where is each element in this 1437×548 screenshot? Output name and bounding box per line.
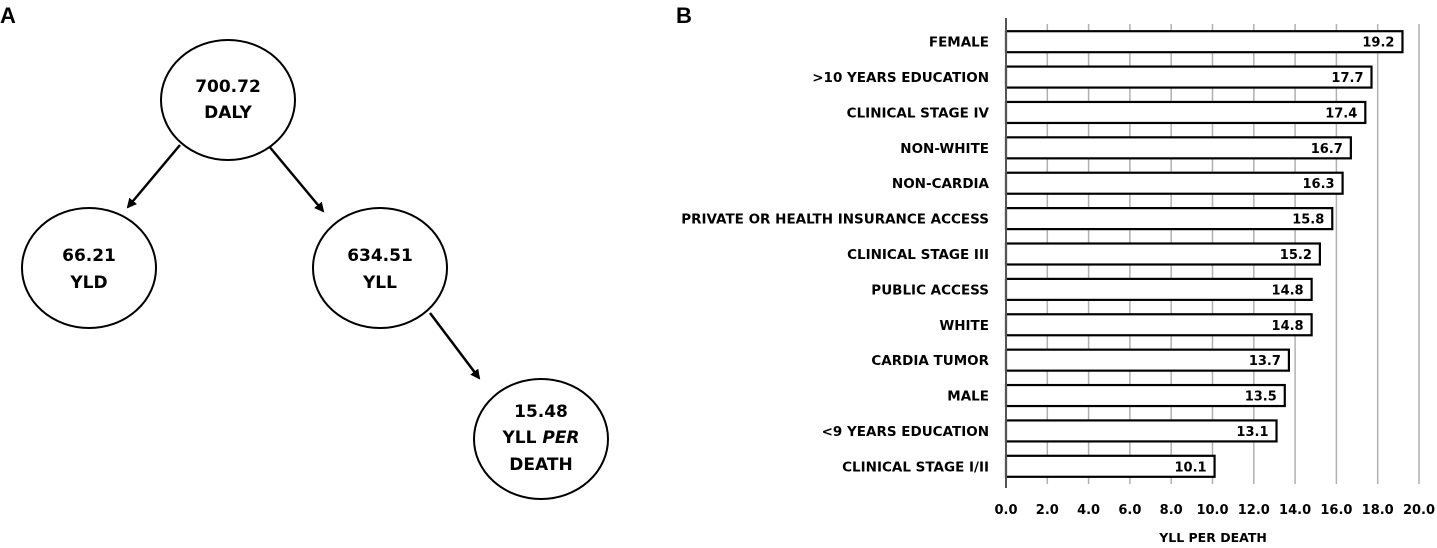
bars: 19.2 17.7 17.4 16.7 16.3 15.8 15.2 14.8 14.8 13.7… [1004,30,1404,478]
category-label: CARDIA TUMOR [871,353,989,369]
bar-value-label: 15.2 [1280,248,1312,263]
panel-letter-b: B [676,3,692,28]
bar [1004,171,1344,195]
node-yll-per-death: 15.48 YLL PER DEATH [473,378,609,500]
node-yld: 66.21 YLD [21,207,157,329]
bar [1004,348,1291,372]
node-daly-label: DALY [204,103,252,123]
node-yll-per-death-value: 15.48 [514,402,568,422]
bar-value-label: 15.8 [1292,213,1324,228]
x-tick-label: 20.0 [1403,503,1435,518]
daly-diagram: 700.72 DALY 66.21 YLD 634.51 YLL 15.48 Y… [21,39,609,500]
category-label: CLINICAL STAGE IV [847,105,990,121]
bar [1004,242,1321,266]
node-yll-per-death-label-2: DEATH [509,455,572,475]
bar [1004,30,1404,54]
category-label: PRIVATE OR HEALTH INSURANCE ACCESS [681,212,989,228]
bar [1004,313,1313,337]
panel-letter-a: A [0,3,16,28]
bar-value-label: 17.7 [1331,71,1363,86]
bar-value-label: 14.8 [1272,319,1304,334]
x-tick-label: 4.0 [1077,503,1100,518]
x-tick-label: 6.0 [1118,503,1141,518]
x-tick-label: 12.0 [1238,503,1270,518]
x-tick-label: 14.0 [1279,503,1311,518]
x-tick-label: 2.0 [1036,503,1059,518]
arrow-yll-to-yll-per-death [429,312,481,380]
category-label: WHITE [939,318,989,334]
node-daly-value: 700.72 [195,77,261,97]
category-label: PUBLIC ACCESS [871,282,989,298]
category-label: FEMALE [929,35,989,51]
bar-value-label: 17.4 [1325,106,1357,121]
grid-lines [1046,24,1420,484]
bar-value-label: 16.7 [1311,142,1343,157]
node-yll-per-death-label: YLL PER [501,428,579,448]
arrow-daly-to-yll [267,144,325,213]
axes: 0.0 2.0 4.0 6.0 8.0 10.0 12.0 14.0 16.0 18.0 20.0 F… [681,18,1435,518]
x-tick-label: 18.0 [1362,503,1394,518]
node-yll-label: YLL [362,273,397,293]
bar [1004,419,1278,443]
bar [1004,207,1334,231]
category-label: CLINICAL STAGE I/II [842,459,989,475]
node-yll: 634.51 YLL [312,207,448,329]
category-label: <9 YEARS EDUCATION [822,424,989,440]
bar-value-label: 10.1 [1174,460,1206,475]
x-tick-label: 10.0 [1196,503,1228,518]
category-label: MALE [947,389,989,405]
bar-value-label: 16.3 [1303,177,1335,192]
x-tick-label: 0.0 [994,503,1017,518]
x-axis-title: YLL PER DEATH [1158,530,1267,545]
x-tick-label: 16.0 [1320,503,1352,518]
bar-value-label: 13.7 [1249,354,1281,369]
node-yld-label: YLD [69,273,107,293]
bar [1004,383,1286,408]
arrow-daly-to-yld [126,144,181,209]
category-label: CLINICAL STAGE III [847,247,989,263]
bar [1004,277,1313,301]
node-yll-value: 634.51 [347,246,413,266]
bar-value-label: 14.8 [1272,283,1304,298]
italic-per-word: PER [542,428,579,448]
bar [1004,100,1367,125]
bar [1004,454,1216,478]
bar-value-label: 19.2 [1362,36,1394,51]
x-tick-label: 8.0 [1160,503,1183,518]
category-label: >10 YEARS EDUCATION [812,70,989,86]
bar-value-label: 13.1 [1236,425,1268,440]
bar-value-label: 13.5 [1245,390,1277,405]
node-yld-value: 66.21 [62,246,116,266]
node-daly: 700.72 DALY [160,39,296,161]
category-label: NON-WHITE [900,141,989,157]
bar [1004,65,1373,89]
bar [1004,136,1352,160]
category-label: NON-CARDIA [892,176,990,192]
